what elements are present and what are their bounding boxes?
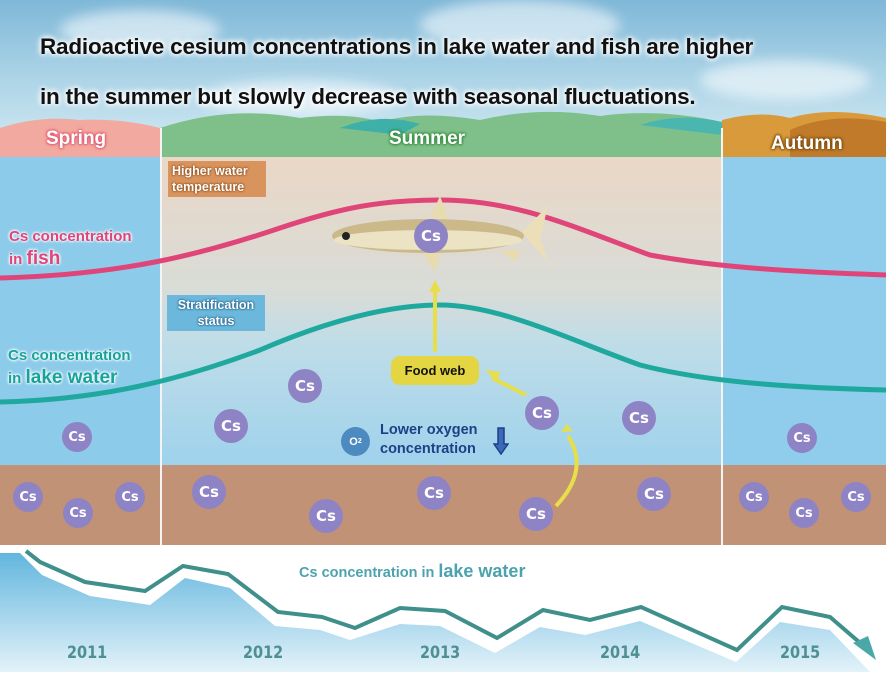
label-emphasis: fish — [26, 248, 61, 269]
food-web-label: Food web — [391, 356, 479, 385]
cesium-particle-icon: Cs — [519, 497, 553, 531]
season-label-spring: Spring — [46, 128, 107, 149]
cesium-particle-icon: Cs — [13, 482, 43, 512]
headline-line-1: Radioactive cesium concentrations in lak… — [40, 34, 754, 59]
headline-line-2: in the summer but slowly decrease with s… — [40, 84, 696, 109]
cesium-particle-icon: Cs — [739, 482, 769, 512]
tag-text: Higher water — [172, 164, 248, 178]
stratification-status-tag: Stratification status — [167, 295, 265, 331]
tag-text: status — [197, 314, 235, 328]
o2-subscript: 2 — [357, 438, 362, 445]
trend-line — [24, 549, 868, 653]
tag-text: temperature — [172, 180, 245, 194]
year-label-2015: 2015 — [780, 643, 821, 663]
label-text: Lower oxygen — [380, 422, 478, 438]
season-label-summer: Summer — [389, 128, 466, 149]
label-text: in — [9, 251, 23, 268]
cesium-particle-icon: Cs — [417, 476, 451, 510]
cesium-particle-icon: Cs — [787, 423, 817, 453]
spring-hills — [0, 118, 160, 160]
water-cs-curve — [0, 302, 886, 405]
season-label-autumn: Autumn — [771, 133, 843, 154]
trend-chart-title: Cs concentration in lake water — [299, 561, 525, 582]
cesium-particle-icon: Cs — [841, 482, 871, 512]
water-concentration-label: Cs concentration in lake water — [8, 345, 131, 390]
fish-concentration-label: Cs concentration in fish — [9, 226, 132, 271]
year-label-2014: 2014 — [600, 643, 641, 663]
cesium-particle-icon: Cs — [192, 475, 226, 509]
title-emphasis: lake water — [438, 561, 526, 581]
cesium-particle-icon: Cs — [789, 498, 819, 528]
higher-water-temperature-tag: Higher water temperature — [168, 161, 266, 197]
title-text: Cs concentration in — [299, 565, 435, 581]
cesium-particle-icon: Cs — [414, 219, 448, 253]
headline: Radioactive cesium concentrations in lak… — [40, 22, 880, 122]
cesium-particle-icon: Cs — [637, 477, 671, 511]
year-label-2012: 2012 — [243, 643, 284, 663]
autumn-water — [723, 157, 886, 465]
tag-text: Stratification — [177, 298, 255, 312]
label-text: in — [8, 370, 22, 387]
summer-hills — [160, 111, 722, 160]
label-emphasis: lake water — [25, 367, 118, 388]
cesium-particle-icon: Cs — [622, 401, 656, 435]
trend-arrowhead — [853, 636, 876, 660]
cesium-particle-icon: Cs — [525, 396, 559, 430]
cesium-particle-icon: Cs — [214, 409, 248, 443]
label-text: Cs concentration — [8, 347, 131, 364]
lower-oxygen-label: Lower oxygen concentration — [380, 421, 478, 459]
down-arrow-icon — [493, 427, 509, 455]
cesium-particle-icon: Cs — [309, 499, 343, 533]
cesium-particle-icon: Cs — [62, 422, 92, 452]
label-text: concentration — [380, 441, 476, 457]
spring-water — [0, 157, 160, 465]
o2-text: O — [349, 435, 358, 448]
year-label-2013: 2013 — [420, 643, 461, 663]
label-text: Cs concentration — [9, 228, 132, 245]
year-label-2011: 2011 — [67, 643, 108, 663]
cesium-particle-icon: Cs — [288, 369, 322, 403]
trend-area — [0, 553, 870, 672]
cesium-particle-icon: Cs — [63, 498, 93, 528]
cesium-particle-icon: Cs — [115, 482, 145, 512]
